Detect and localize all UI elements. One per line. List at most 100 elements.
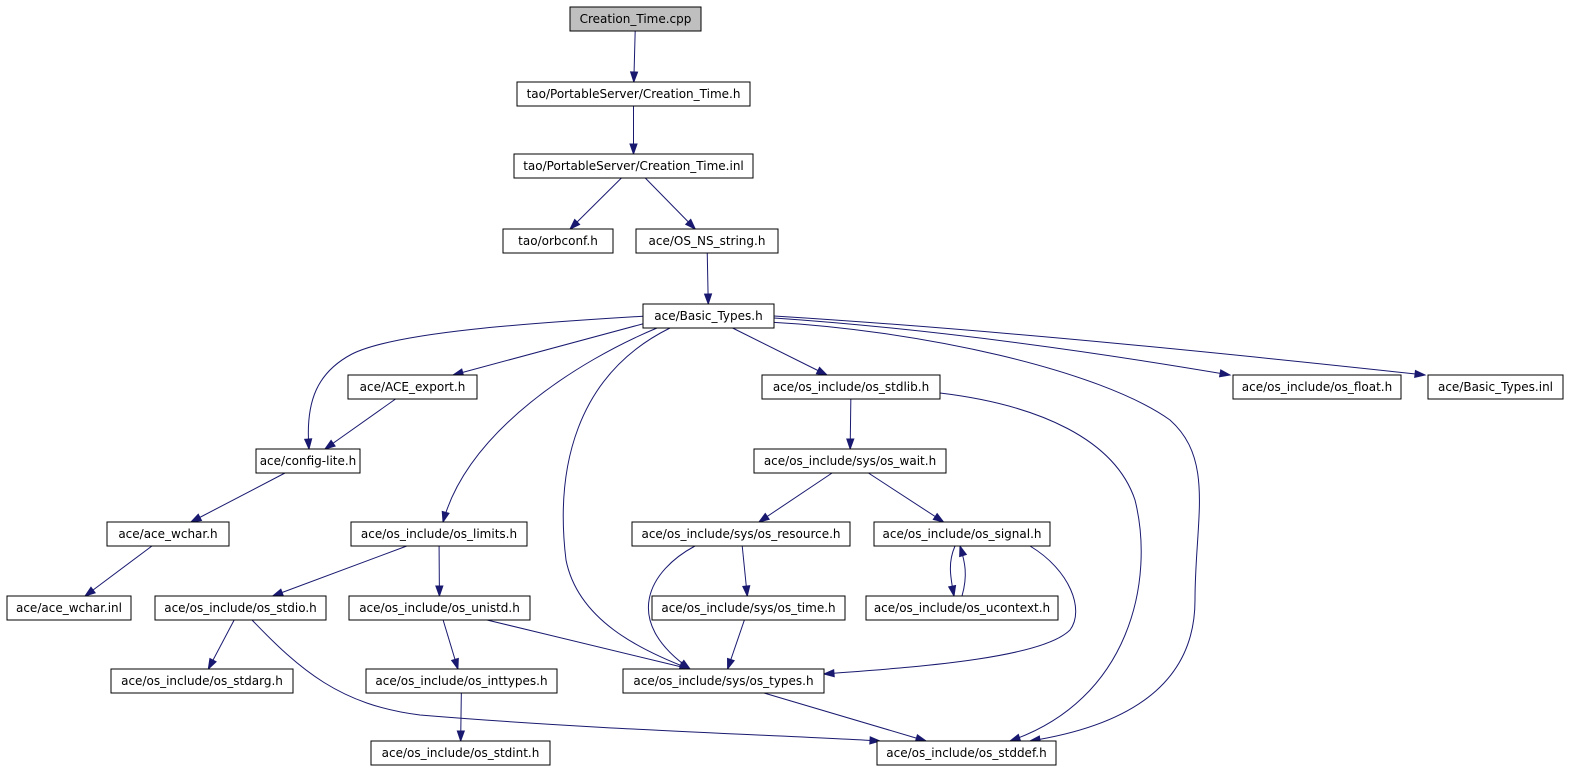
node-box xyxy=(569,6,702,32)
edge-n13-to-n17 xyxy=(271,545,407,597)
node-box xyxy=(255,448,361,474)
edge-line xyxy=(644,177,696,230)
node-n24[interactable]: ace/os_include/os_stdint.h xyxy=(370,740,551,766)
edge-line xyxy=(868,472,944,523)
arrowhead-icon xyxy=(435,585,444,598)
node-n3[interactable]: tao/orbconf.h xyxy=(502,228,614,254)
edge-line xyxy=(763,692,927,742)
arrowhead-icon xyxy=(757,512,770,523)
node-n18[interactable]: ace/os_include/os_unistd.h xyxy=(348,595,531,621)
node-box xyxy=(350,521,528,547)
node-box xyxy=(753,448,947,474)
node-box xyxy=(516,81,751,107)
node-label: ace/os_include/sys/os_wait.h xyxy=(764,454,936,468)
edge-n2-to-n4 xyxy=(644,177,697,231)
node-label: ace/os_include/os_stddef.h xyxy=(886,746,1046,760)
node-label: ace/os_include/os_inttypes.h xyxy=(375,674,547,688)
arrowhead-icon xyxy=(846,438,855,451)
edge-n19-to-n23 xyxy=(727,619,745,671)
node-box xyxy=(642,303,775,329)
node-label: ace/config-lite.h xyxy=(260,454,357,468)
node-n9[interactable]: ace/Basic_Types.inl xyxy=(1427,374,1564,400)
node-label: ace/ace_wchar.h xyxy=(118,527,217,541)
edge-n5-to-n6 xyxy=(451,322,647,377)
node-box xyxy=(1232,374,1402,400)
node-n10[interactable]: ace/config-lite.h xyxy=(255,448,361,474)
edge-n0-to-n1 xyxy=(629,30,639,84)
node-label: ace/os_include/os_ucontext.h xyxy=(874,601,1050,615)
edge-line xyxy=(647,545,696,670)
node-box xyxy=(110,668,294,694)
edge-n14-to-n19 xyxy=(741,545,751,598)
edge-line xyxy=(758,472,833,523)
node-n25[interactable]: ace/os_include/os_stddef.h xyxy=(876,740,1057,766)
node-box xyxy=(635,228,779,254)
node-box xyxy=(154,595,327,621)
node-n2[interactable]: tao/PortableServer/Creation_Time.inl xyxy=(513,153,754,179)
node-n11[interactable]: ace/os_include/sys/os_wait.h xyxy=(753,448,947,474)
edge-line xyxy=(773,317,1231,376)
edge-line xyxy=(767,321,1200,742)
node-box xyxy=(876,740,1057,766)
arrowhead-icon xyxy=(271,588,284,597)
arrowhead-icon xyxy=(1414,369,1427,379)
node-box xyxy=(1427,374,1564,400)
node-label: ace/os_include/os_float.h xyxy=(1242,380,1392,394)
edge-n7-to-n11 xyxy=(846,398,855,451)
node-n15[interactable]: ace/os_include/os_signal.h xyxy=(873,521,1051,547)
node-n23[interactable]: ace/os_include/sys/os_types.h xyxy=(622,668,825,694)
arrowhead-icon xyxy=(207,657,217,671)
edge-line xyxy=(823,545,1077,675)
node-n12[interactable]: ace/ace_wchar.h xyxy=(106,521,230,547)
node-n14[interactable]: ace/os_include/sys/os_resource.h xyxy=(631,521,851,547)
edge-line xyxy=(324,398,396,450)
node-n13[interactable]: ace/os_include/os_limits.h xyxy=(350,521,528,547)
node-n20[interactable]: ace/os_include/os_ucontext.h xyxy=(865,595,1059,621)
edge-line xyxy=(732,327,828,376)
edge-n23-to-n25 xyxy=(763,692,928,743)
node-n16[interactable]: ace/ace_wchar.inl xyxy=(6,595,132,621)
edge-n12-to-n16 xyxy=(83,545,153,597)
node-n22[interactable]: ace/os_include/os_inttypes.h xyxy=(365,668,558,694)
node-label: ace/Basic_Types.inl xyxy=(1438,380,1553,394)
edge-line xyxy=(569,177,622,230)
node-n19[interactable]: ace/os_include/sys/os_time.h xyxy=(651,595,846,621)
edge-n4-to-n5 xyxy=(703,252,713,306)
edge-n17-to-n21 xyxy=(207,619,235,671)
node-n0[interactable]: Creation_Time.cpp xyxy=(569,6,702,32)
node-label: ace/os_include/sys/os_resource.h xyxy=(641,527,840,541)
node-n7[interactable]: ace/os_include/os_stdlib.h xyxy=(761,374,941,400)
edge-n10-to-n12 xyxy=(189,472,286,523)
node-box xyxy=(873,521,1051,547)
node-n1[interactable]: tao/PortableServer/Creation_Time.h xyxy=(516,81,751,107)
edges xyxy=(83,30,1427,745)
edge-n11-to-n15 xyxy=(868,472,945,523)
edge-line xyxy=(251,619,881,742)
node-n21[interactable]: ace/os_include/os_stdarg.h xyxy=(110,668,294,694)
arrowhead-icon xyxy=(189,513,203,523)
node-n6[interactable]: ace/ACE_export.h xyxy=(347,374,478,400)
node-label: tao/PortableServer/Creation_Time.h xyxy=(527,87,741,101)
edge-line xyxy=(773,315,1426,376)
node-label: ace/OS_NS_string.h xyxy=(649,234,766,248)
node-n4[interactable]: ace/OS_NS_string.h xyxy=(635,228,779,254)
arrowhead-icon xyxy=(727,657,735,671)
node-label: ace/os_include/sys/os_time.h xyxy=(661,601,835,615)
node-box xyxy=(370,740,551,766)
node-n8[interactable]: ace/os_include/os_float.h xyxy=(1232,374,1402,400)
arrowhead-icon xyxy=(303,438,313,451)
node-box xyxy=(622,668,825,694)
arrowhead-icon xyxy=(742,585,751,598)
node-label: ace/os_include/os_stdio.h xyxy=(164,601,317,615)
node-label: ace/Basic_Types.h xyxy=(654,309,762,323)
node-label: ace/os_include/os_signal.h xyxy=(883,527,1042,541)
node-label: ace/os_include/sys/os_types.h xyxy=(633,674,813,688)
edge-n17-to-n25 xyxy=(251,619,882,745)
edge-n20-to-n15 xyxy=(959,544,968,597)
arrowhead-icon xyxy=(569,218,581,231)
node-n5[interactable]: ace/Basic_Types.h xyxy=(642,303,775,329)
edge-n5-to-n9 xyxy=(773,315,1427,379)
node-n17[interactable]: ace/os_include/os_stdio.h xyxy=(154,595,327,621)
arrowhead-icon xyxy=(83,586,96,597)
edge-line xyxy=(486,619,691,670)
